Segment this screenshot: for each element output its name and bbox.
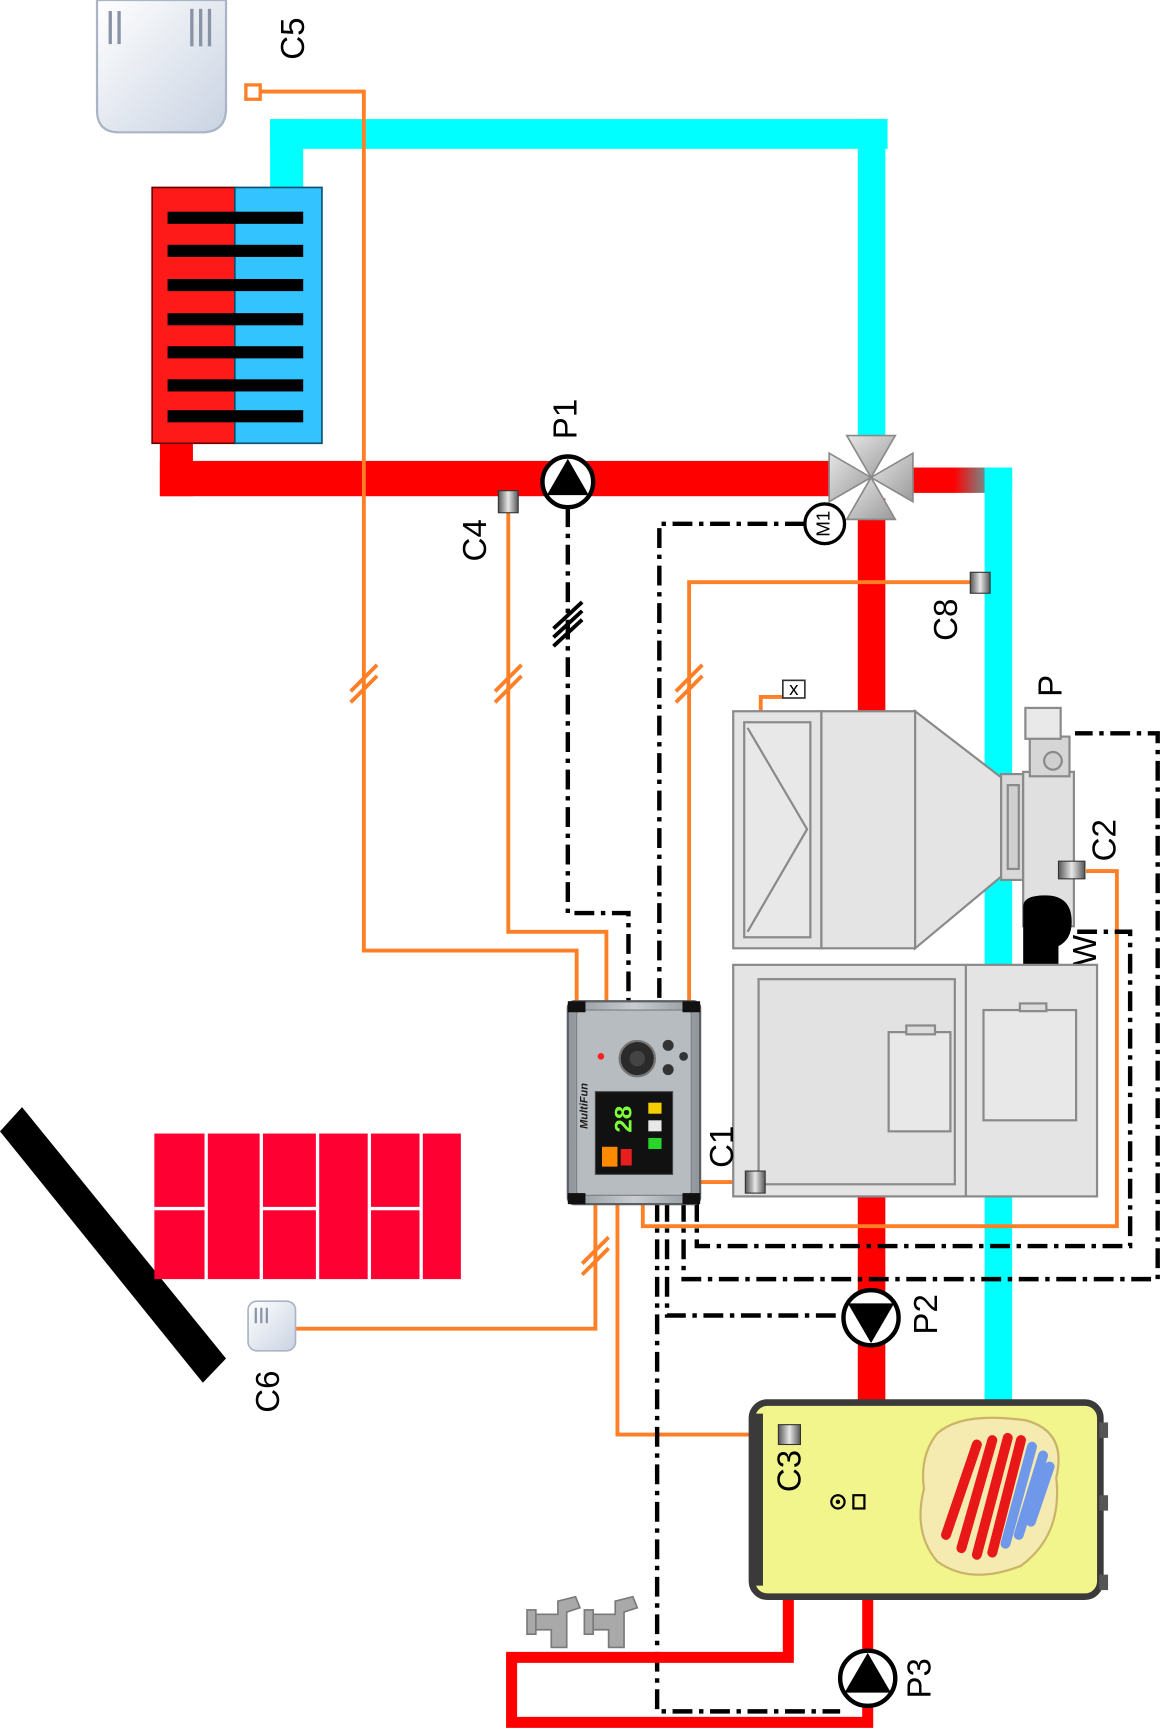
label-w: W (1067, 934, 1104, 966)
sensor-c5 (244, 83, 262, 101)
wire-p2 (664, 1201, 844, 1318)
label-m1: M1 (813, 511, 834, 537)
sensor-c2 (1057, 860, 1086, 880)
hash-c5 (349, 663, 379, 704)
solar-collector-icon (0, 1107, 227, 1383)
mixing-valve-icon (828, 434, 914, 521)
wire-hopper-sensor (758, 694, 783, 715)
boiler-icon (732, 963, 1099, 1198)
hash-c6 (580, 1235, 610, 1277)
wire-c4 (506, 512, 609, 1004)
faucet-icon (583, 1595, 639, 1649)
pump-p2-icon (841, 1287, 901, 1348)
wire-c2 (640, 869, 1119, 1229)
hash-c8 (674, 663, 704, 704)
label-x: x (789, 678, 799, 699)
room-thermostat-icon (95, 0, 228, 134)
return-pipe-right (984, 467, 1013, 1419)
controller-button (679, 1051, 688, 1061)
wire-m1 (657, 521, 805, 1004)
cable-hash-marks (349, 600, 704, 1277)
brick-wall (154, 1133, 461, 1280)
label-p2: P2 (908, 1294, 945, 1334)
hash-c4 (493, 663, 523, 704)
outdoor-sensor-c6-icon (247, 1300, 297, 1352)
hot-water-tank-icon (748, 1399, 1109, 1600)
sensor-wires (260, 89, 1119, 1437)
label-c4: C4 (457, 519, 494, 561)
sensor-c3 (777, 1424, 802, 1446)
label-c8: C8 (928, 599, 965, 641)
burner-assembly (1022, 706, 1086, 980)
return-pipes (270, 119, 1013, 1419)
controller-button (662, 1039, 674, 1051)
pump-p3-icon (837, 1648, 898, 1709)
power-led (597, 1053, 605, 1060)
label-p3: P3 (901, 1658, 938, 1698)
sensor-c1 (744, 1170, 766, 1194)
label-c2: C2 (1087, 819, 1124, 861)
hopper-sensor: x (781, 678, 806, 699)
wire-p3 (654, 1201, 841, 1714)
label-c1: C1 (704, 1126, 741, 1168)
return-pipe-to-valve (857, 119, 886, 450)
display-value: 28 (611, 1106, 638, 1133)
wire-c8 (687, 580, 971, 1004)
return-pipe-top (270, 119, 888, 149)
wire-fan-w (694, 929, 1133, 1249)
pump-p1-icon (540, 454, 596, 510)
wire-c6 (295, 1201, 598, 1331)
hash-p1 (552, 600, 584, 648)
wire-c5 (260, 89, 579, 1004)
sensor-c4 (497, 490, 519, 514)
controller-button (662, 1064, 674, 1076)
wire-c3 (615, 1201, 779, 1437)
sensor-c8 (969, 571, 991, 594)
actuator-m1-icon: M1 (803, 502, 847, 546)
wire-feeder-p (681, 731, 1160, 1282)
feeder-motor-p-icon (1024, 706, 1071, 778)
label-c6: C6 (250, 1370, 287, 1412)
supply-pipe-boiler-riser (857, 498, 886, 719)
pellet-hopper-icon (732, 708, 1025, 951)
fan-w-icon (1023, 895, 1072, 980)
label-c3: C3 (771, 1450, 808, 1492)
radiator-icon (151, 186, 323, 445)
controller-brand: MultiFun (578, 1083, 590, 1129)
label-p: P (1033, 675, 1070, 697)
label-p1: P1 (548, 399, 585, 439)
controller-icon: 28 MultiFun (566, 1000, 702, 1206)
wire-p1 (565, 507, 631, 1004)
label-c5: C5 (275, 17, 312, 59)
faucet-icon (526, 1595, 582, 1649)
control-wires (565, 507, 1160, 1714)
